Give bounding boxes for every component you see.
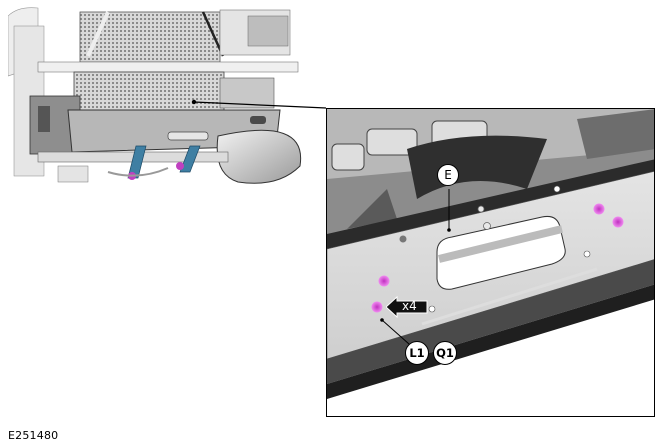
bolt-2 xyxy=(371,301,383,313)
vehicle-front-overview-drawing xyxy=(7,6,304,188)
callout-component-e: E xyxy=(437,164,459,186)
quantity-label: x4 xyxy=(402,299,417,313)
bumper-beam-detail-drawing xyxy=(327,109,654,399)
callout-qualifier-q1: Q1 xyxy=(433,341,457,365)
callout-label: E xyxy=(444,168,452,182)
detail-view-frame xyxy=(326,108,655,417)
callout-label: Q1 xyxy=(436,346,454,360)
bolt-1 xyxy=(378,275,390,287)
left-arrow-icon xyxy=(385,295,428,319)
quantity-arrow-indicator: x4 xyxy=(385,295,428,319)
callout-label: L1 xyxy=(409,346,425,360)
figure-code: E251480 xyxy=(8,429,59,442)
bolt-4 xyxy=(612,216,624,228)
bolt-3 xyxy=(593,203,605,215)
callout-location-l1: L1 xyxy=(405,341,429,365)
overview-illustration xyxy=(7,6,304,188)
